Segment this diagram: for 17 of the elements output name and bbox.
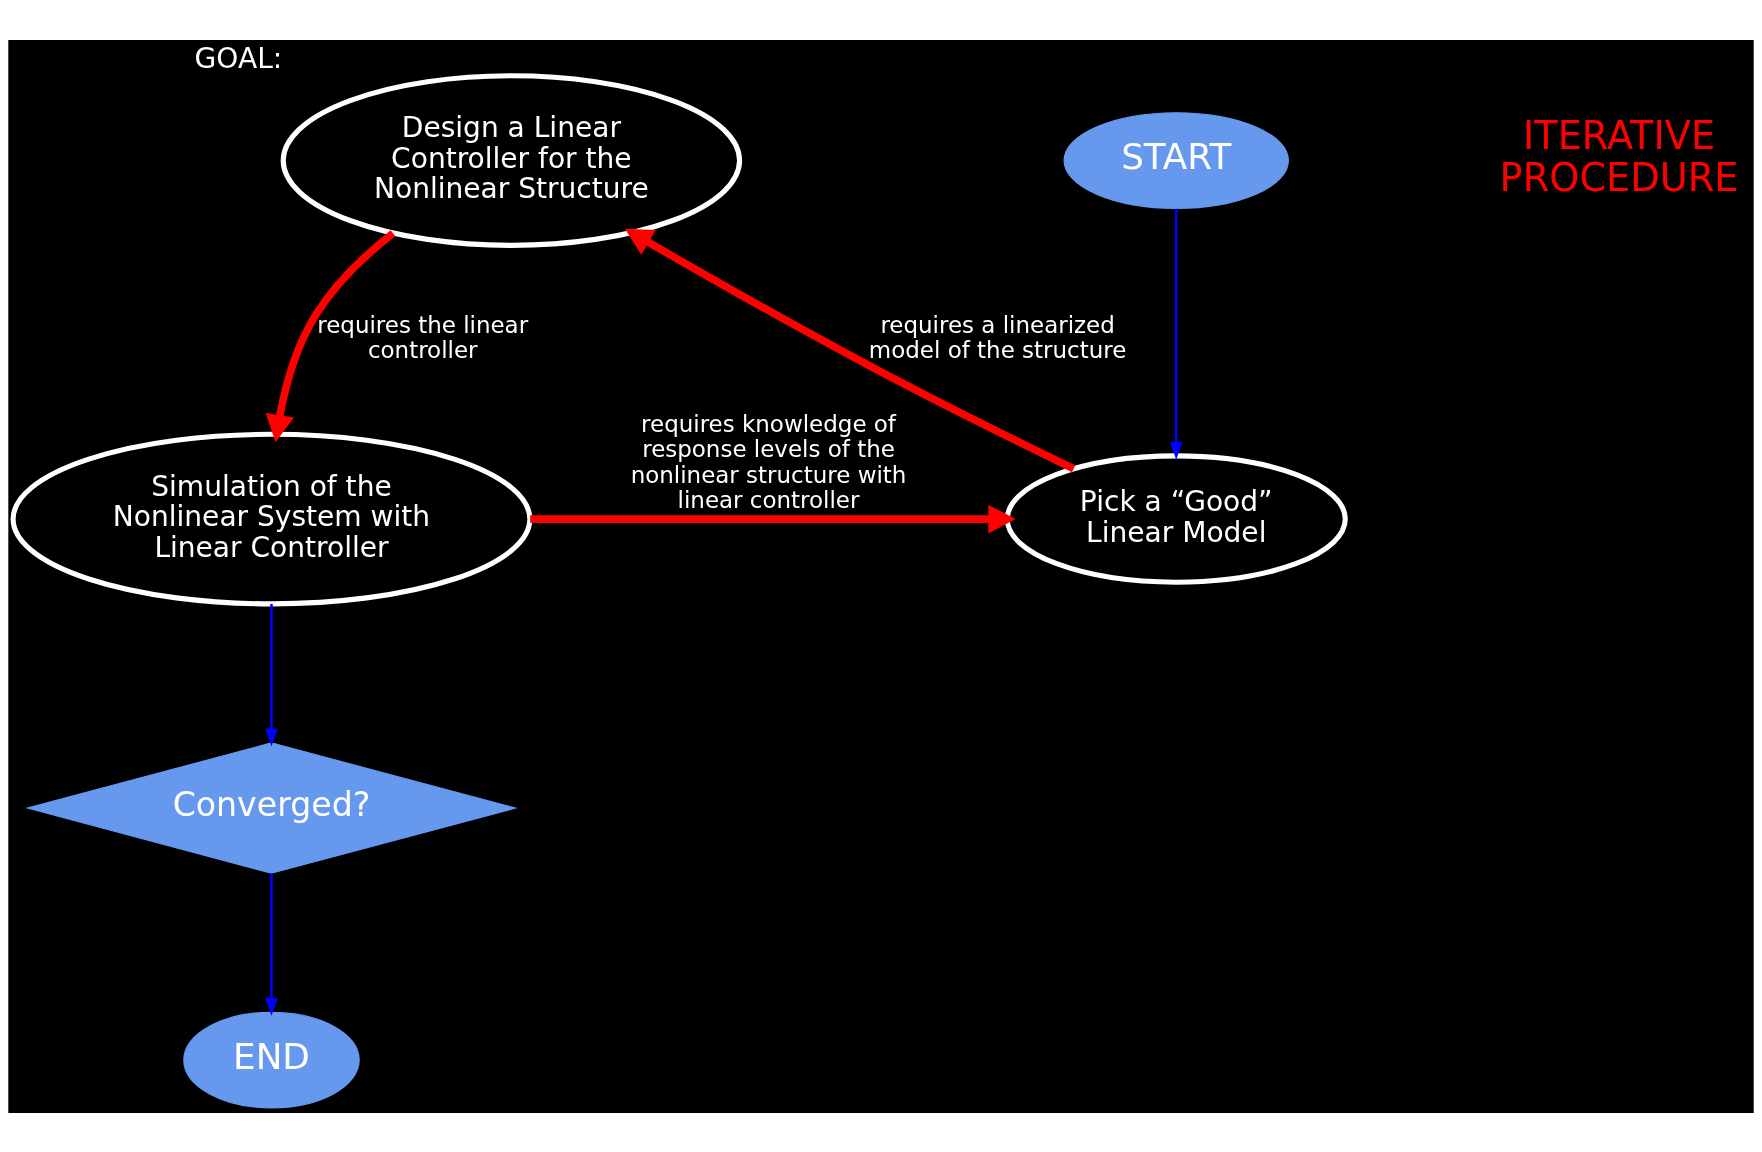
node-diamond: Converged?	[25, 741, 518, 874]
node-ellipse: Pick a “Good” Linear Model	[1004, 452, 1348, 585]
edge-label: requires a linearized model of the structure	[868, 311, 1127, 363]
node-ellipse: Design a Linear Controller for the Nonlinear Structure	[280, 72, 743, 248]
label: ITERATIVE PROCEDURE	[1499, 112, 1739, 200]
arrow	[1170, 208, 1183, 460]
node-label: GOAL:	[194, 41, 283, 75]
arrow	[265, 603, 278, 746]
edge-label: requires the linear controller	[317, 311, 529, 363]
node-ellipse: END	[183, 1011, 360, 1108]
arrow	[530, 504, 1016, 533]
node-ellipse: Simulation of the Nonlinear System with Linear Controller	[10, 431, 533, 606]
arrow	[265, 229, 396, 442]
node-ellipse: START	[1063, 111, 1289, 209]
edge-label: requires knowledge of response levels of the nonlinear structure with linear controller	[630, 410, 907, 513]
arrow	[265, 872, 278, 1016]
arrow	[624, 228, 1076, 472]
